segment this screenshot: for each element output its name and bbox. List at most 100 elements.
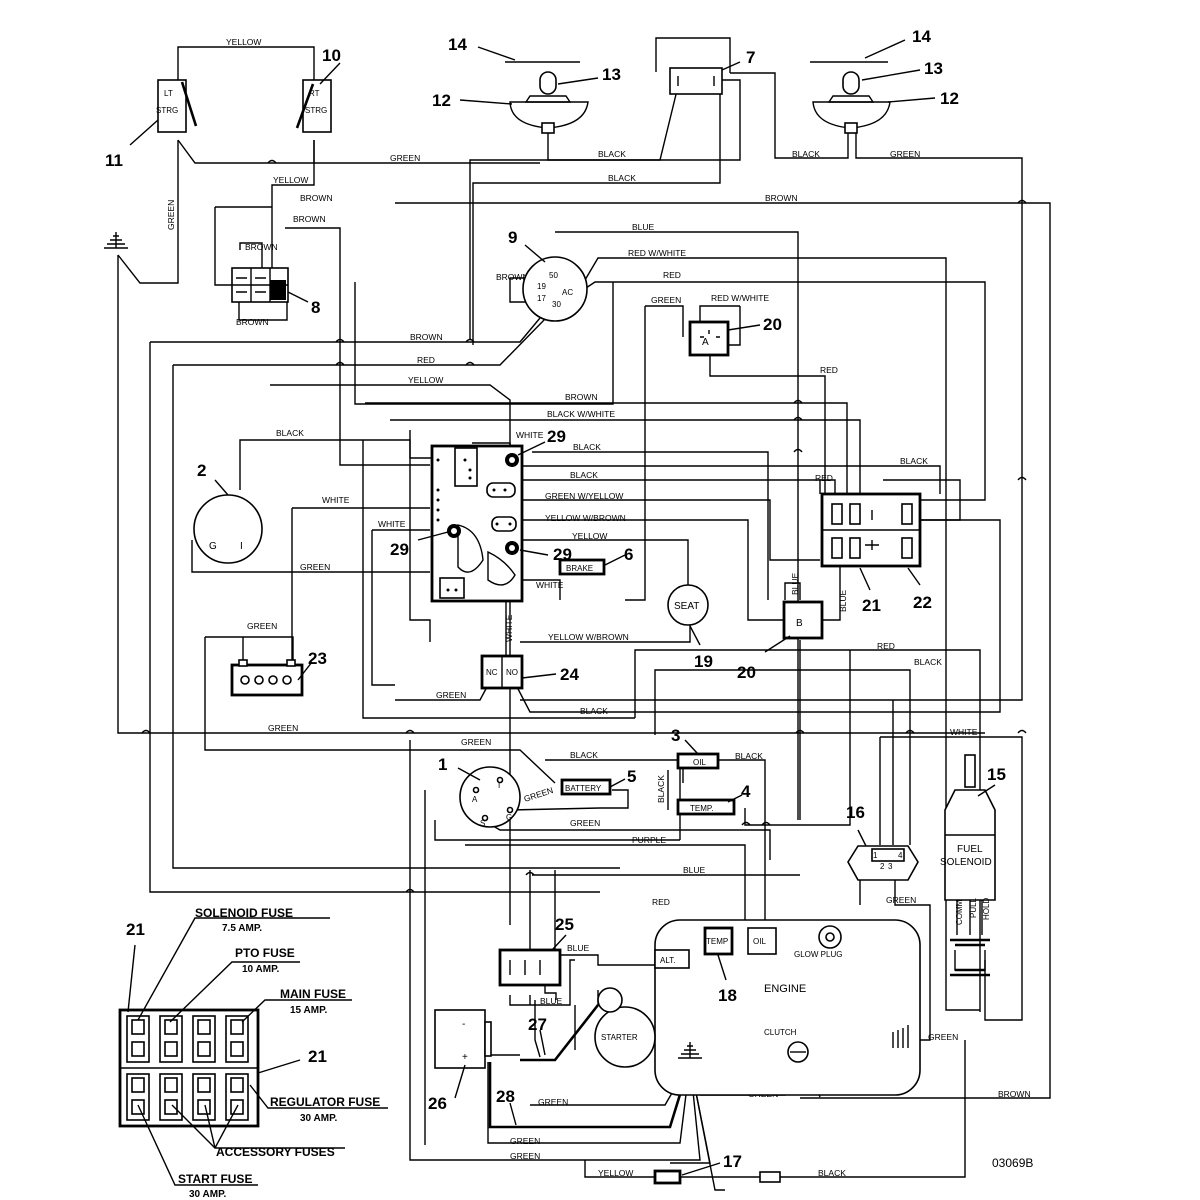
svg-text:BLACK: BLACK: [900, 456, 928, 466]
engine-ground: [892, 1025, 909, 1048]
fuse-relay-module-22: [820, 492, 922, 568]
connector-8: [231, 267, 289, 303]
fuse-row-bottom: [126, 1073, 249, 1121]
svg-text:TEMP: TEMP: [706, 937, 728, 946]
svg-text:RED: RED: [815, 473, 833, 483]
svg-text:STRG: STRG: [305, 106, 327, 115]
svg-text:30 AMP.: 30 AMP.: [300, 1113, 337, 1124]
svg-text:WHITE: WHITE: [378, 519, 406, 529]
svg-text:5: 5: [627, 767, 636, 786]
svg-text:I: I: [240, 541, 243, 552]
key-switch-9: 50 19 AC 17 30: [522, 256, 588, 322]
svg-text:GREEN: GREEN: [523, 785, 555, 804]
svg-text:BLACK: BLACK: [608, 173, 636, 183]
fuse-leaders: [127, 917, 388, 1186]
svg-text:A: A: [472, 795, 478, 804]
svg-text:17: 17: [723, 1152, 742, 1171]
svg-text:WHITE: WHITE: [950, 727, 978, 737]
svg-text:BLACK: BLACK: [792, 149, 820, 159]
svg-text:YELLOW W/BROWN: YELLOW W/BROWN: [548, 632, 629, 642]
svg-text:RED: RED: [652, 897, 670, 907]
svg-text:GREEN: GREEN: [570, 818, 600, 828]
svg-text:BLUE: BLUE: [540, 996, 563, 1006]
svg-text:9: 9: [508, 228, 517, 247]
svg-text:GREEN: GREEN: [510, 1136, 540, 1146]
drawing-code: 03069B: [992, 1156, 1033, 1170]
headlight-left: [505, 61, 589, 134]
svg-text:RED W/WHITE: RED W/WHITE: [628, 248, 686, 258]
svg-text:NC: NC: [486, 668, 498, 677]
callout-numbers: 14 14 13 13 12 12 7 10 11 8 9 20 2 29 29…: [105, 27, 1006, 1171]
svg-text:GREEN: GREEN: [300, 562, 330, 572]
svg-text:18: 18: [718, 986, 737, 1005]
svg-text:BLACK: BLACK: [598, 149, 626, 159]
svg-text:B: B: [796, 618, 803, 629]
svg-text:PULL: PULL: [969, 897, 978, 918]
headlight-right: [810, 61, 891, 134]
svg-text:10: 10: [322, 46, 341, 65]
component-7: [669, 67, 723, 95]
svg-text:G: G: [209, 541, 217, 552]
svg-text:1: 1: [438, 755, 447, 774]
svg-text:GREEN: GREEN: [928, 1032, 958, 1042]
svg-text:GREEN W/YELLOW: GREEN W/YELLOW: [545, 491, 623, 501]
svg-text:8: 8: [311, 298, 320, 317]
svg-text:LT: LT: [164, 89, 173, 98]
svg-text:4: 4: [898, 851, 903, 860]
svg-text:BRAKE: BRAKE: [566, 564, 593, 573]
svg-text:14: 14: [912, 27, 931, 46]
svg-text:AC: AC: [562, 288, 573, 297]
terminal-block-23: [230, 659, 304, 697]
svg-text:PURPLE: PURPLE: [632, 835, 666, 845]
relay-b: B: [782, 600, 824, 640]
svg-text:BROWN: BROWN: [410, 332, 443, 342]
alternator: ALT.: [654, 949, 690, 969]
seat-switch-19: SEAT: [667, 584, 709, 626]
svg-text:21: 21: [126, 920, 145, 939]
rt-strg-switch: RT STRG: [295, 79, 332, 133]
ground-bolts-29: [447, 453, 519, 555]
svg-text:BLACK: BLACK: [276, 428, 304, 438]
component-2: G I: [193, 494, 263, 564]
svg-text:BLUE: BLUE: [838, 589, 848, 612]
svg-text:PTO FUSE: PTO FUSE: [235, 946, 295, 960]
relay-25: [498, 948, 562, 987]
svg-text:21: 21: [862, 596, 881, 615]
svg-text:2: 2: [880, 862, 885, 871]
battery-5: BATTERY: [560, 778, 612, 796]
svg-text:START FUSE: START FUSE: [178, 1172, 252, 1186]
svg-text:RT: RT: [309, 89, 320, 98]
svg-text:SOLENOID: SOLENOID: [940, 857, 992, 868]
svg-text:GREEN: GREEN: [890, 149, 920, 159]
svg-text:HOLD: HOLD: [982, 898, 991, 920]
svg-text:12: 12: [940, 89, 959, 108]
svg-text:I: I: [498, 781, 500, 790]
svg-text:COMM: COMM: [955, 899, 964, 925]
svg-text:BROWN: BROWN: [998, 1089, 1031, 1099]
fuse-row-top: [126, 1015, 249, 1063]
svg-text:7: 7: [746, 48, 755, 67]
svg-text:OIL: OIL: [693, 758, 706, 767]
svg-text:19: 19: [537, 282, 546, 291]
svg-text:S: S: [480, 819, 485, 828]
svg-text:1: 1: [873, 851, 878, 860]
svg-text:RED W/WHITE: RED W/WHITE: [711, 293, 769, 303]
svg-text:YELLOW: YELLOW: [408, 375, 443, 385]
brake-switch-6: BRAKE: [558, 558, 606, 576]
temp-switch-4: TEMP.: [676, 798, 736, 816]
svg-text:FUEL: FUEL: [957, 844, 983, 855]
svg-text:BLACK: BLACK: [818, 1168, 846, 1178]
svg-text:17: 17: [537, 294, 546, 303]
svg-text:50: 50: [549, 271, 558, 280]
starter: STARTER: [594, 987, 656, 1068]
svg-text:GREEN: GREEN: [390, 153, 420, 163]
svg-text:13: 13: [602, 65, 621, 84]
svg-text:RED: RED: [820, 365, 838, 375]
svg-text:ENGINE: ENGINE: [764, 983, 806, 995]
svg-text:BLACK: BLACK: [573, 442, 601, 452]
inline-connector-17: [653, 1169, 781, 1185]
svg-text:GREEN: GREEN: [538, 1097, 568, 1107]
svg-text:BLACK W/WHITE: BLACK W/WHITE: [547, 409, 615, 419]
svg-text:BROWN: BROWN: [496, 272, 529, 282]
